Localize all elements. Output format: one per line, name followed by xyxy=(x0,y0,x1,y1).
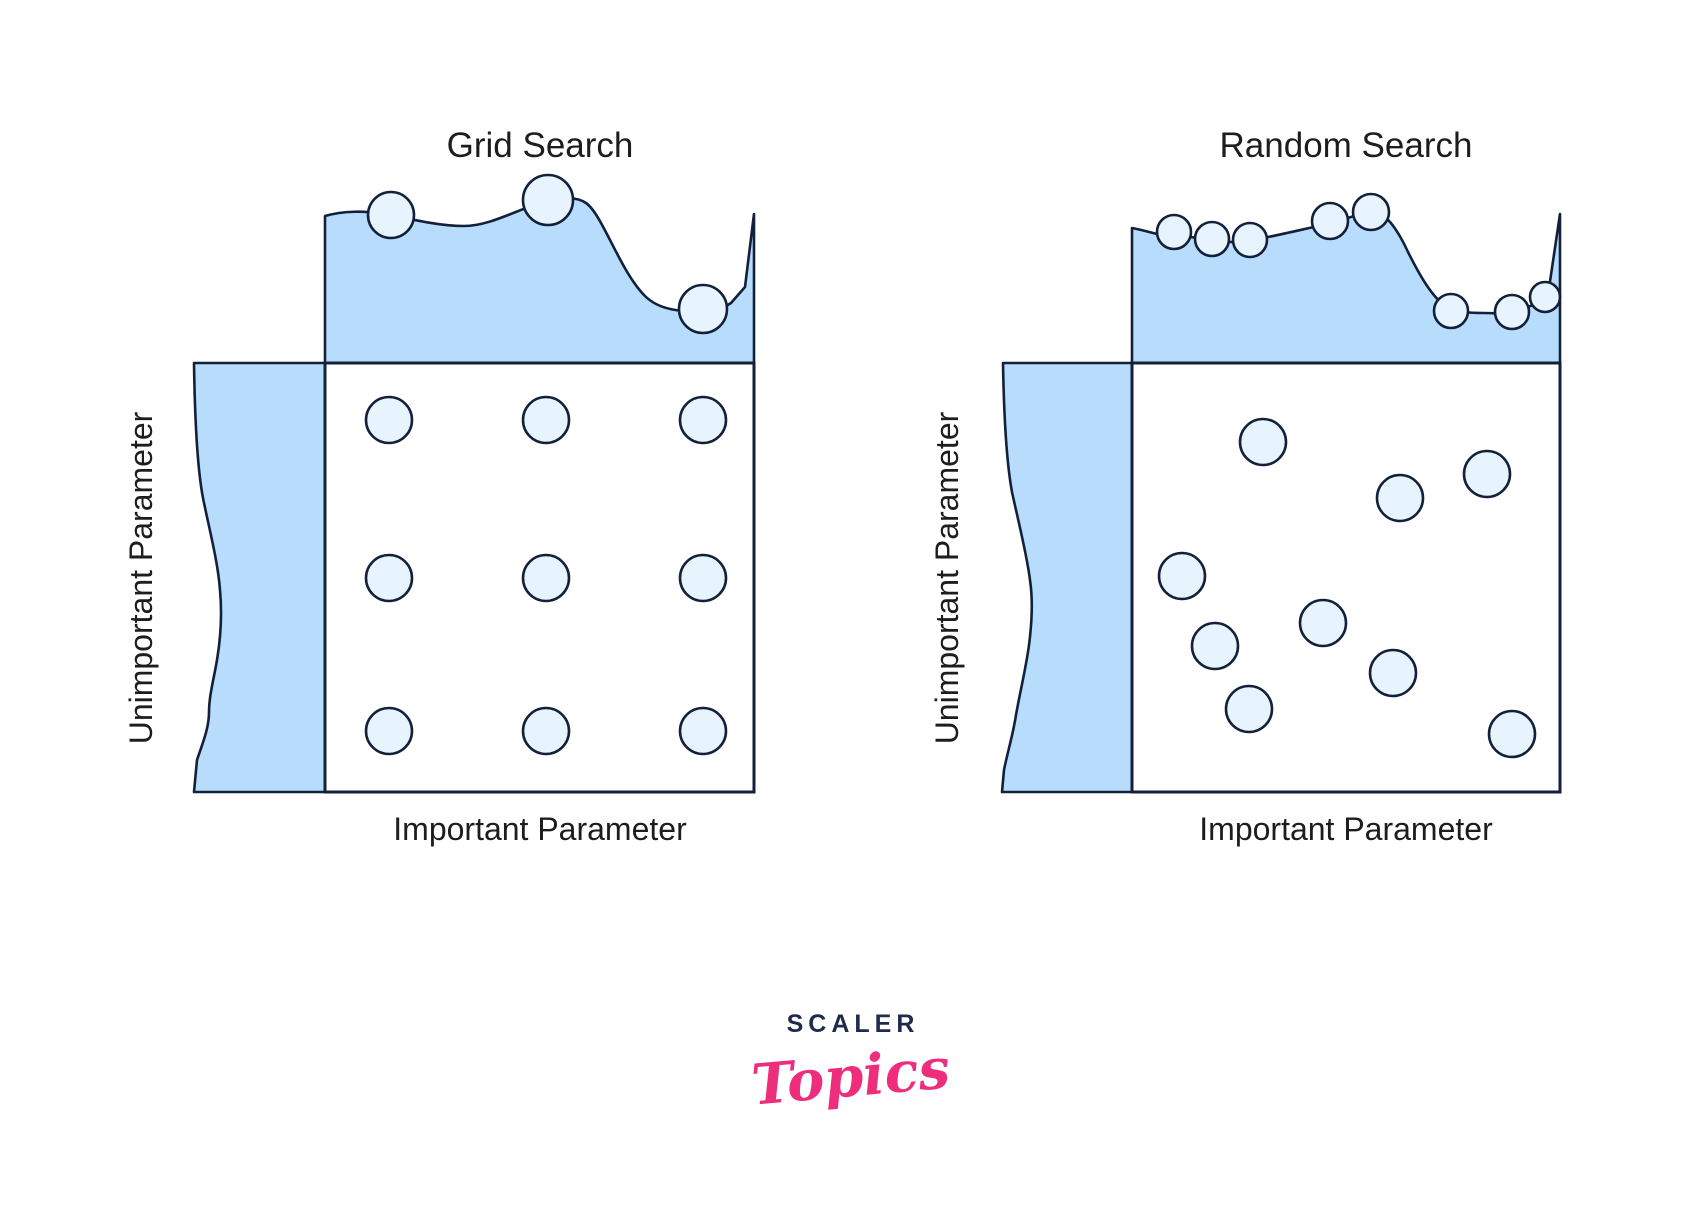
random-search-sample-dot xyxy=(1224,684,1274,734)
random-search-y-axis-label: Unimportant Parameter xyxy=(929,411,965,744)
grid-search-sample-dot xyxy=(678,553,728,603)
panel-grid-search xyxy=(192,173,756,794)
random-search-curve-sample-dot xyxy=(1351,192,1391,232)
scaler-topics-logo: SCALER Topics xyxy=(749,1010,953,1119)
random-search-curve-sample-dot xyxy=(1310,201,1350,241)
grid-search-left-marginal-band xyxy=(192,361,327,794)
random-search-curve-sample-dot xyxy=(1493,293,1531,331)
random-search-sample-dot xyxy=(1238,417,1288,467)
random-search-sample-dot xyxy=(1190,621,1240,671)
logo-wordmark-scaler: SCALER xyxy=(787,1010,920,1038)
random-search-sample-dot xyxy=(1462,449,1512,499)
grid-search-y-axis-label: Unimportant Parameter xyxy=(123,411,159,744)
grid-search-sample-dot xyxy=(678,395,728,445)
random-search-sample-dot xyxy=(1368,648,1418,698)
random-search-curve-sample-dot xyxy=(1231,221,1269,259)
panel-random-search xyxy=(1000,192,1562,794)
random-search-curve-sample-dot xyxy=(1432,292,1470,330)
grid-search-sample-dot xyxy=(364,553,414,603)
grid-search-title: Grid Search xyxy=(447,126,634,165)
random-search-x-axis-label: Important Parameter xyxy=(1199,811,1493,847)
random-search-curve-sample-dot xyxy=(1528,280,1562,314)
grid-search-sample-dot xyxy=(521,395,571,445)
grid-search-x-axis-label: Important Parameter xyxy=(393,811,687,847)
grid-search-sample-dot xyxy=(678,706,728,756)
logo-wordmark-topics: Topics xyxy=(749,1035,953,1118)
grid-search-sample-dot xyxy=(521,553,571,603)
random-search-curve-sample-dot xyxy=(1155,213,1193,251)
random-search-curve-sample-dot xyxy=(1193,220,1231,258)
random-search-sample-dot xyxy=(1298,598,1348,648)
grid-search-sample-dot xyxy=(364,706,414,756)
random-search-title: Random Search xyxy=(1220,126,1473,165)
random-search-left-marginal-band xyxy=(1000,361,1134,794)
shape-layer xyxy=(192,173,1562,794)
random-search-sample-dot xyxy=(1487,709,1537,759)
grid-search-sample-dot xyxy=(521,706,571,756)
random-search-sample-dot xyxy=(1157,551,1207,601)
grid-search-curve-sample-dot xyxy=(677,283,729,335)
grid-search-curve-sample-dot xyxy=(521,173,575,227)
grid-search-curve-sample-dot xyxy=(366,190,416,240)
grid-search-sample-dot xyxy=(364,395,414,445)
random-search-sample-dot xyxy=(1375,473,1425,523)
